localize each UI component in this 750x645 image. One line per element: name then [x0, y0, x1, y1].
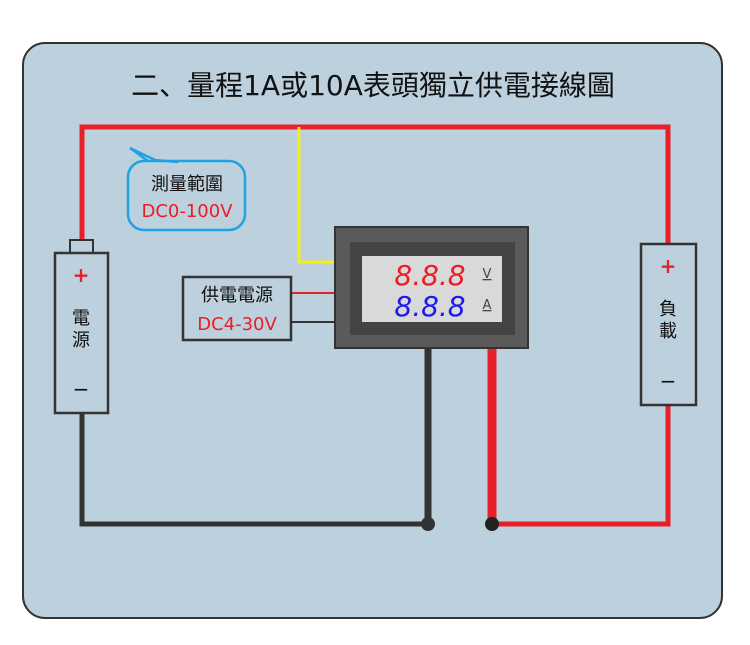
supply-box: 供電電源 DC4-30V	[181, 275, 293, 342]
range-bubble: 測量範圍 DC0-100V	[126, 146, 247, 232]
plus-sign: +	[660, 254, 677, 278]
source-label: 電	[72, 308, 90, 329]
amp-unit: A	[483, 298, 492, 313]
plus-sign: +	[73, 263, 90, 287]
bubble-range: DC0-100V	[141, 201, 233, 222]
supply-voltage: DC4-30V	[197, 314, 277, 335]
load-label: 載	[659, 321, 677, 342]
red-top-wire	[79, 124, 671, 244]
source-label: 源	[72, 330, 90, 351]
junction-dot	[485, 517, 499, 531]
voltage-display: 8.8.8	[394, 259, 465, 292]
volt-unit: V	[483, 267, 492, 282]
bubble-label: 測量範圍	[151, 174, 223, 195]
current-display: 8.8.8	[394, 290, 465, 323]
minus-sign: −	[73, 377, 90, 401]
junction-dot	[421, 517, 435, 531]
power-source: + 電 源 −	[53, 239, 110, 415]
volt-amp-meter: 8.8.8 8.8.8 V A	[334, 226, 529, 349]
load: + 負 載 −	[639, 242, 698, 407]
load-label: 負	[659, 299, 677, 320]
yellow-wire	[297, 127, 335, 264]
diagram-title: 二、量程1A或10A表頭獨立供電接線圖	[131, 69, 615, 102]
supply-label: 供電電源	[201, 285, 273, 306]
minus-sign: −	[660, 369, 677, 393]
